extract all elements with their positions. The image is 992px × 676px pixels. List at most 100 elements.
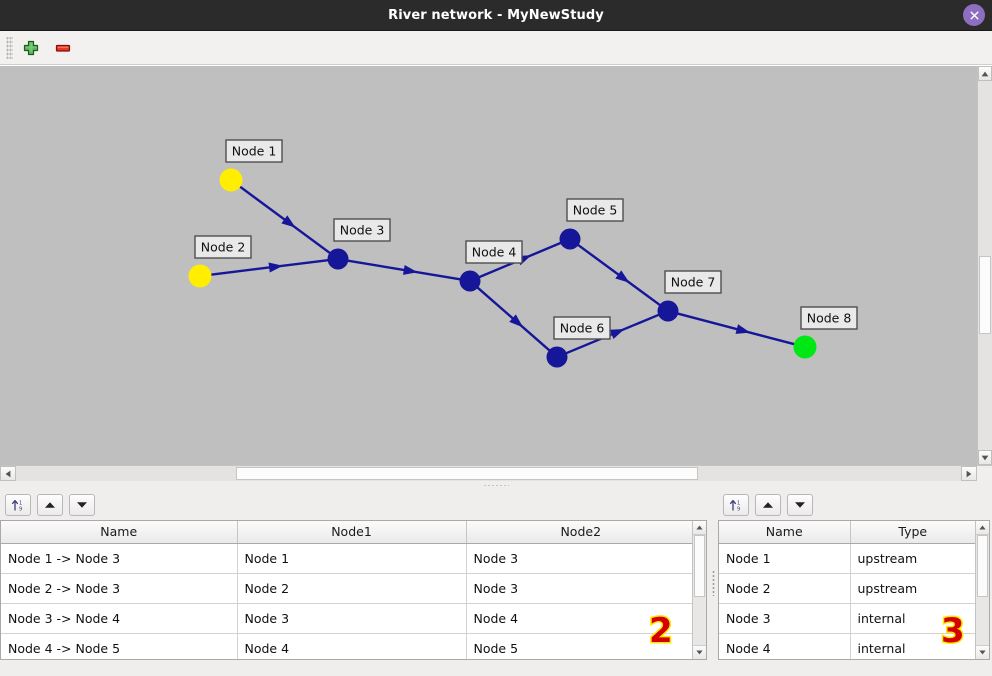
graph-node[interactable] xyxy=(219,168,243,192)
column-header-type[interactable]: Type xyxy=(850,521,975,544)
caret-down-icon xyxy=(981,455,989,460)
table-cell[interactable]: internal xyxy=(850,603,975,634)
table-cell[interactable]: Node 5 xyxy=(466,633,692,659)
reaches-scroll-down-button[interactable] xyxy=(693,645,706,659)
graph-node-label[interactable]: Node 3 xyxy=(333,218,391,242)
graph-node[interactable] xyxy=(657,300,679,322)
table-cell[interactable]: Node 2 xyxy=(719,573,851,604)
table-cell[interactable]: Node 1 xyxy=(719,543,851,574)
graph-hscroll-track[interactable] xyxy=(16,466,961,481)
reaches-sort-button[interactable]: 1 9 xyxy=(5,494,31,516)
reaches-status-strip xyxy=(0,660,709,676)
graph-edge[interactable] xyxy=(677,312,796,346)
caret-right-icon xyxy=(966,470,972,477)
column-header-name[interactable]: Name xyxy=(719,521,851,544)
graph-node[interactable] xyxy=(459,270,481,292)
graph-panel: Node 1 Node 2 Node 3 Node 4 Node 5 Node 6 Node… xyxy=(0,65,992,465)
remove-node-button[interactable] xyxy=(50,35,76,61)
nodes-scroll-up-button[interactable] xyxy=(976,521,989,535)
reaches-scroll-up-button[interactable] xyxy=(693,521,706,535)
scroll-right-button[interactable] xyxy=(961,466,977,481)
table-cell[interactable]: Node 3 -> Node 4 xyxy=(1,603,238,634)
caret-left-icon xyxy=(5,470,11,477)
table-cell[interactable]: Node 4 xyxy=(719,633,851,659)
table-cell[interactable]: Node 2 -> Node 3 xyxy=(1,573,238,604)
nodes-move-down-button[interactable] xyxy=(787,494,813,516)
reaches-scroll-thumb[interactable] xyxy=(694,535,705,597)
graph-node-label-text: Node 1 xyxy=(232,144,277,159)
graph-hscroll-thumb[interactable] xyxy=(236,467,698,480)
reaches-move-up-button[interactable] xyxy=(37,494,63,516)
reaches-scroll-track[interactable] xyxy=(693,535,706,645)
graph-node-label[interactable]: Node 5 xyxy=(566,198,624,222)
column-header-node1[interactable]: Node1 xyxy=(237,521,467,544)
graph-horizontal-scrollbar[interactable] xyxy=(0,465,992,481)
table-cell[interactable]: internal xyxy=(850,633,975,659)
graph-vscroll-track[interactable] xyxy=(978,81,992,450)
graph-edge-arrow-icon xyxy=(268,262,284,273)
close-button[interactable] xyxy=(963,4,985,26)
graph-node-label[interactable]: Node 7 xyxy=(664,270,722,294)
vertical-splitter[interactable] xyxy=(709,490,718,676)
table-cell[interactable]: upstream xyxy=(850,573,975,604)
graph-node-label[interactable]: Node 8 xyxy=(800,306,858,330)
caret-up-icon xyxy=(979,525,986,530)
add-node-button[interactable] xyxy=(18,35,44,61)
graph-node[interactable] xyxy=(546,346,568,368)
graph-node-label[interactable]: Node 6 xyxy=(553,316,611,340)
graph-node-label[interactable]: Node 2 xyxy=(194,235,252,259)
caret-up-icon xyxy=(981,71,989,76)
graph-edge[interactable] xyxy=(209,259,329,276)
scroll-left-button[interactable] xyxy=(0,466,16,481)
table-cell[interactable]: Node 3 xyxy=(466,573,692,604)
graph-node[interactable] xyxy=(327,248,349,270)
horizontal-splitter[interactable] xyxy=(0,481,992,490)
graph-node[interactable] xyxy=(793,335,817,359)
table-cell[interactable]: Node 4 xyxy=(237,633,467,659)
scroll-down-button[interactable] xyxy=(978,450,992,465)
table-cell[interactable]: Node 1 xyxy=(237,543,467,574)
reaches-table-scrollbar[interactable] xyxy=(692,521,706,659)
table-cell[interactable]: Node 3 xyxy=(237,603,467,634)
toolbar-grip[interactable] xyxy=(6,36,13,59)
table-cell[interactable]: Node 1 -> Node 3 xyxy=(1,543,238,574)
column-header-name[interactable]: Name xyxy=(1,521,238,544)
graph-node-label[interactable]: Node 4 xyxy=(465,240,523,264)
nodes-move-up-button[interactable] xyxy=(755,494,781,516)
nodes-scroll-track[interactable] xyxy=(976,535,989,645)
table-cell[interactable]: upstream xyxy=(850,543,975,574)
table-cell[interactable]: Node 3 xyxy=(466,543,692,574)
network-graph-canvas[interactable]: Node 1 Node 2 Node 3 Node 4 Node 5 Node 6 Node… xyxy=(0,66,977,465)
scroll-up-button[interactable] xyxy=(978,66,992,81)
graph-vscroll-thumb[interactable] xyxy=(979,256,991,334)
reaches-move-down-button[interactable] xyxy=(69,494,95,516)
nodes-sort-button[interactable]: 1 9 xyxy=(723,494,749,516)
nodes-scroll-down-button[interactable] xyxy=(976,645,989,659)
table-cell[interactable]: Node 3 xyxy=(719,603,851,634)
table-cell[interactable]: Node 4 -> Node 5 xyxy=(1,633,238,659)
graph-node[interactable] xyxy=(559,228,581,250)
graph-node-label[interactable]: Node 1 xyxy=(225,139,283,163)
nodes-table-scrollbar[interactable] xyxy=(975,521,989,659)
graph-node[interactable] xyxy=(188,264,212,288)
nodes-scroll-thumb[interactable] xyxy=(977,535,988,597)
column-header-node2[interactable]: Node2 xyxy=(466,521,692,544)
splitter-grip-icon xyxy=(483,484,509,487)
graph-vertical-scrollbar[interactable] xyxy=(977,66,992,465)
table-cell[interactable]: Node 4 xyxy=(466,603,692,634)
table-cell[interactable]: Node 2 xyxy=(237,573,467,604)
